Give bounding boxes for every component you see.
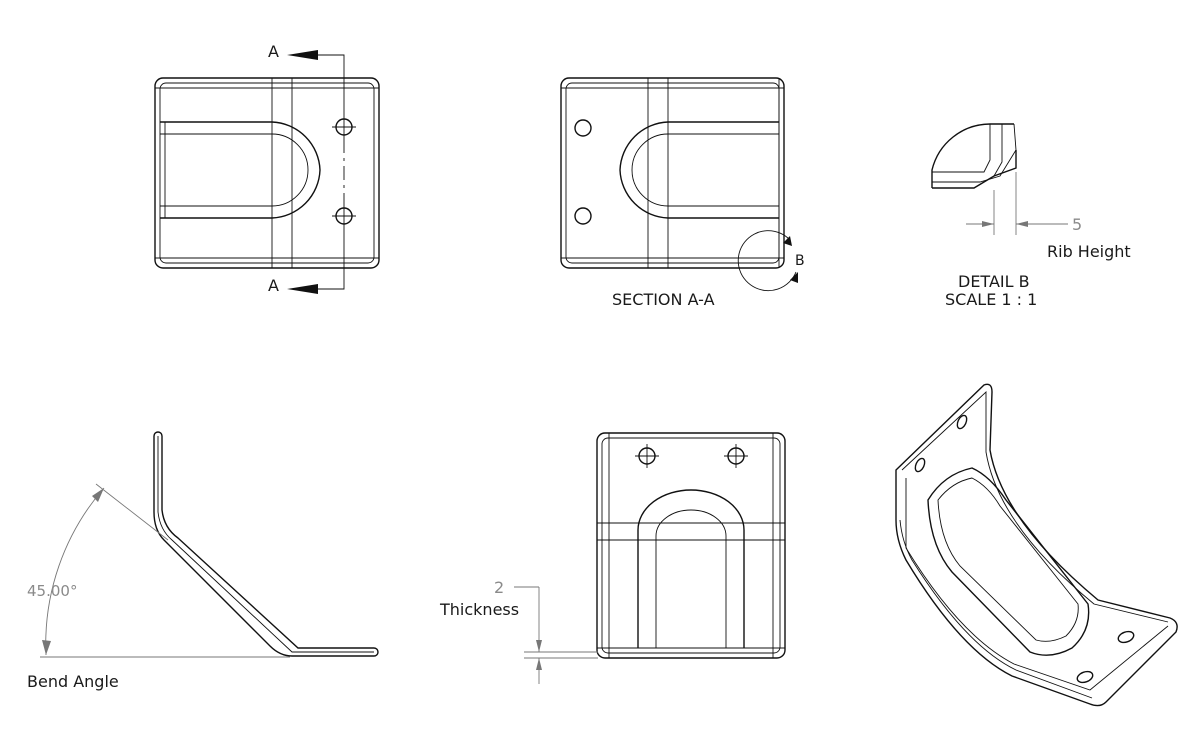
hole-iso-4	[1076, 670, 1094, 684]
hole-section-1	[574, 119, 592, 137]
section-view	[560, 77, 798, 292]
cut-label-top: A	[268, 42, 279, 61]
hole-iso-2	[956, 414, 968, 430]
isometric-view	[895, 383, 1178, 707]
front-view	[514, 432, 786, 684]
thickness-label: Thickness	[440, 600, 520, 619]
hole-top-view-1	[332, 115, 356, 139]
bend-angle-label: Bend Angle	[27, 672, 119, 691]
hole-front-view-2	[724, 444, 748, 468]
detail-scale: SCALE 1 : 1	[945, 290, 1038, 309]
section-title: SECTION A-A	[612, 290, 715, 309]
detail-marker: B	[795, 253, 805, 269]
rib-height-label: Rib Height	[1047, 242, 1131, 261]
cut-label-bottom: A	[268, 276, 279, 295]
hole-section-2	[574, 207, 592, 225]
hole-front-view-1	[635, 444, 659, 468]
detail-circle	[737, 230, 797, 292]
hole-iso-3	[1117, 630, 1135, 644]
thickness-value: 2	[494, 578, 505, 597]
top-view	[154, 50, 380, 294]
hole-top-view-2	[332, 204, 356, 228]
bend-angle-value: 45.00°	[27, 582, 78, 600]
rib-height-value: 5	[1072, 215, 1083, 234]
hole-iso-1	[914, 457, 926, 473]
side-view	[40, 431, 379, 658]
detail-view	[931, 123, 1068, 235]
detail-title: DETAIL B	[958, 272, 1030, 291]
section-cut-line	[287, 50, 345, 294]
